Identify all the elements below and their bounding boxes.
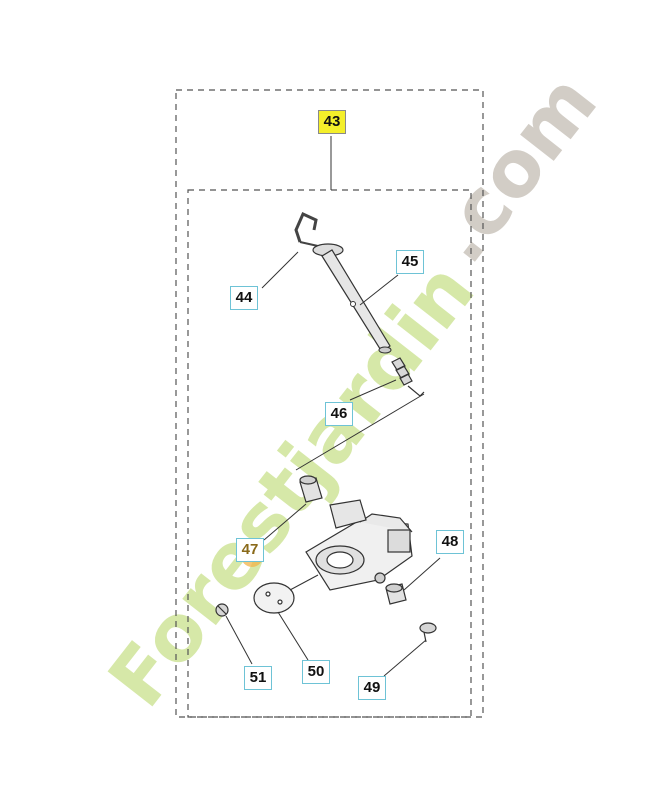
inner-assembly-frame — [187, 189, 472, 718]
callout-49: 49 — [358, 676, 386, 700]
part-49-screw — [419, 622, 437, 643]
part-50-throttle-plate — [253, 582, 295, 614]
part-46-spring — [391, 357, 425, 397]
callout-51: 51 — [244, 666, 272, 690]
callout-48: 48 — [436, 530, 464, 554]
part-45-shaft — [312, 243, 392, 354]
callout-50: 50 — [302, 660, 330, 684]
part-48-sleeve — [385, 583, 407, 605]
callout-45: 45 — [396, 250, 424, 274]
callout-46: 46 — [325, 402, 353, 426]
part-47-bushing — [299, 475, 323, 503]
callout-44: 44 — [230, 286, 258, 310]
callout-47: 47 — [236, 538, 264, 562]
callout-43: 43 — [318, 110, 346, 134]
outer-assembly-frame — [175, 89, 484, 718]
carburetor-body — [305, 499, 413, 591]
part-44-wire-link — [294, 211, 319, 247]
part-51-screw — [215, 603, 229, 617]
